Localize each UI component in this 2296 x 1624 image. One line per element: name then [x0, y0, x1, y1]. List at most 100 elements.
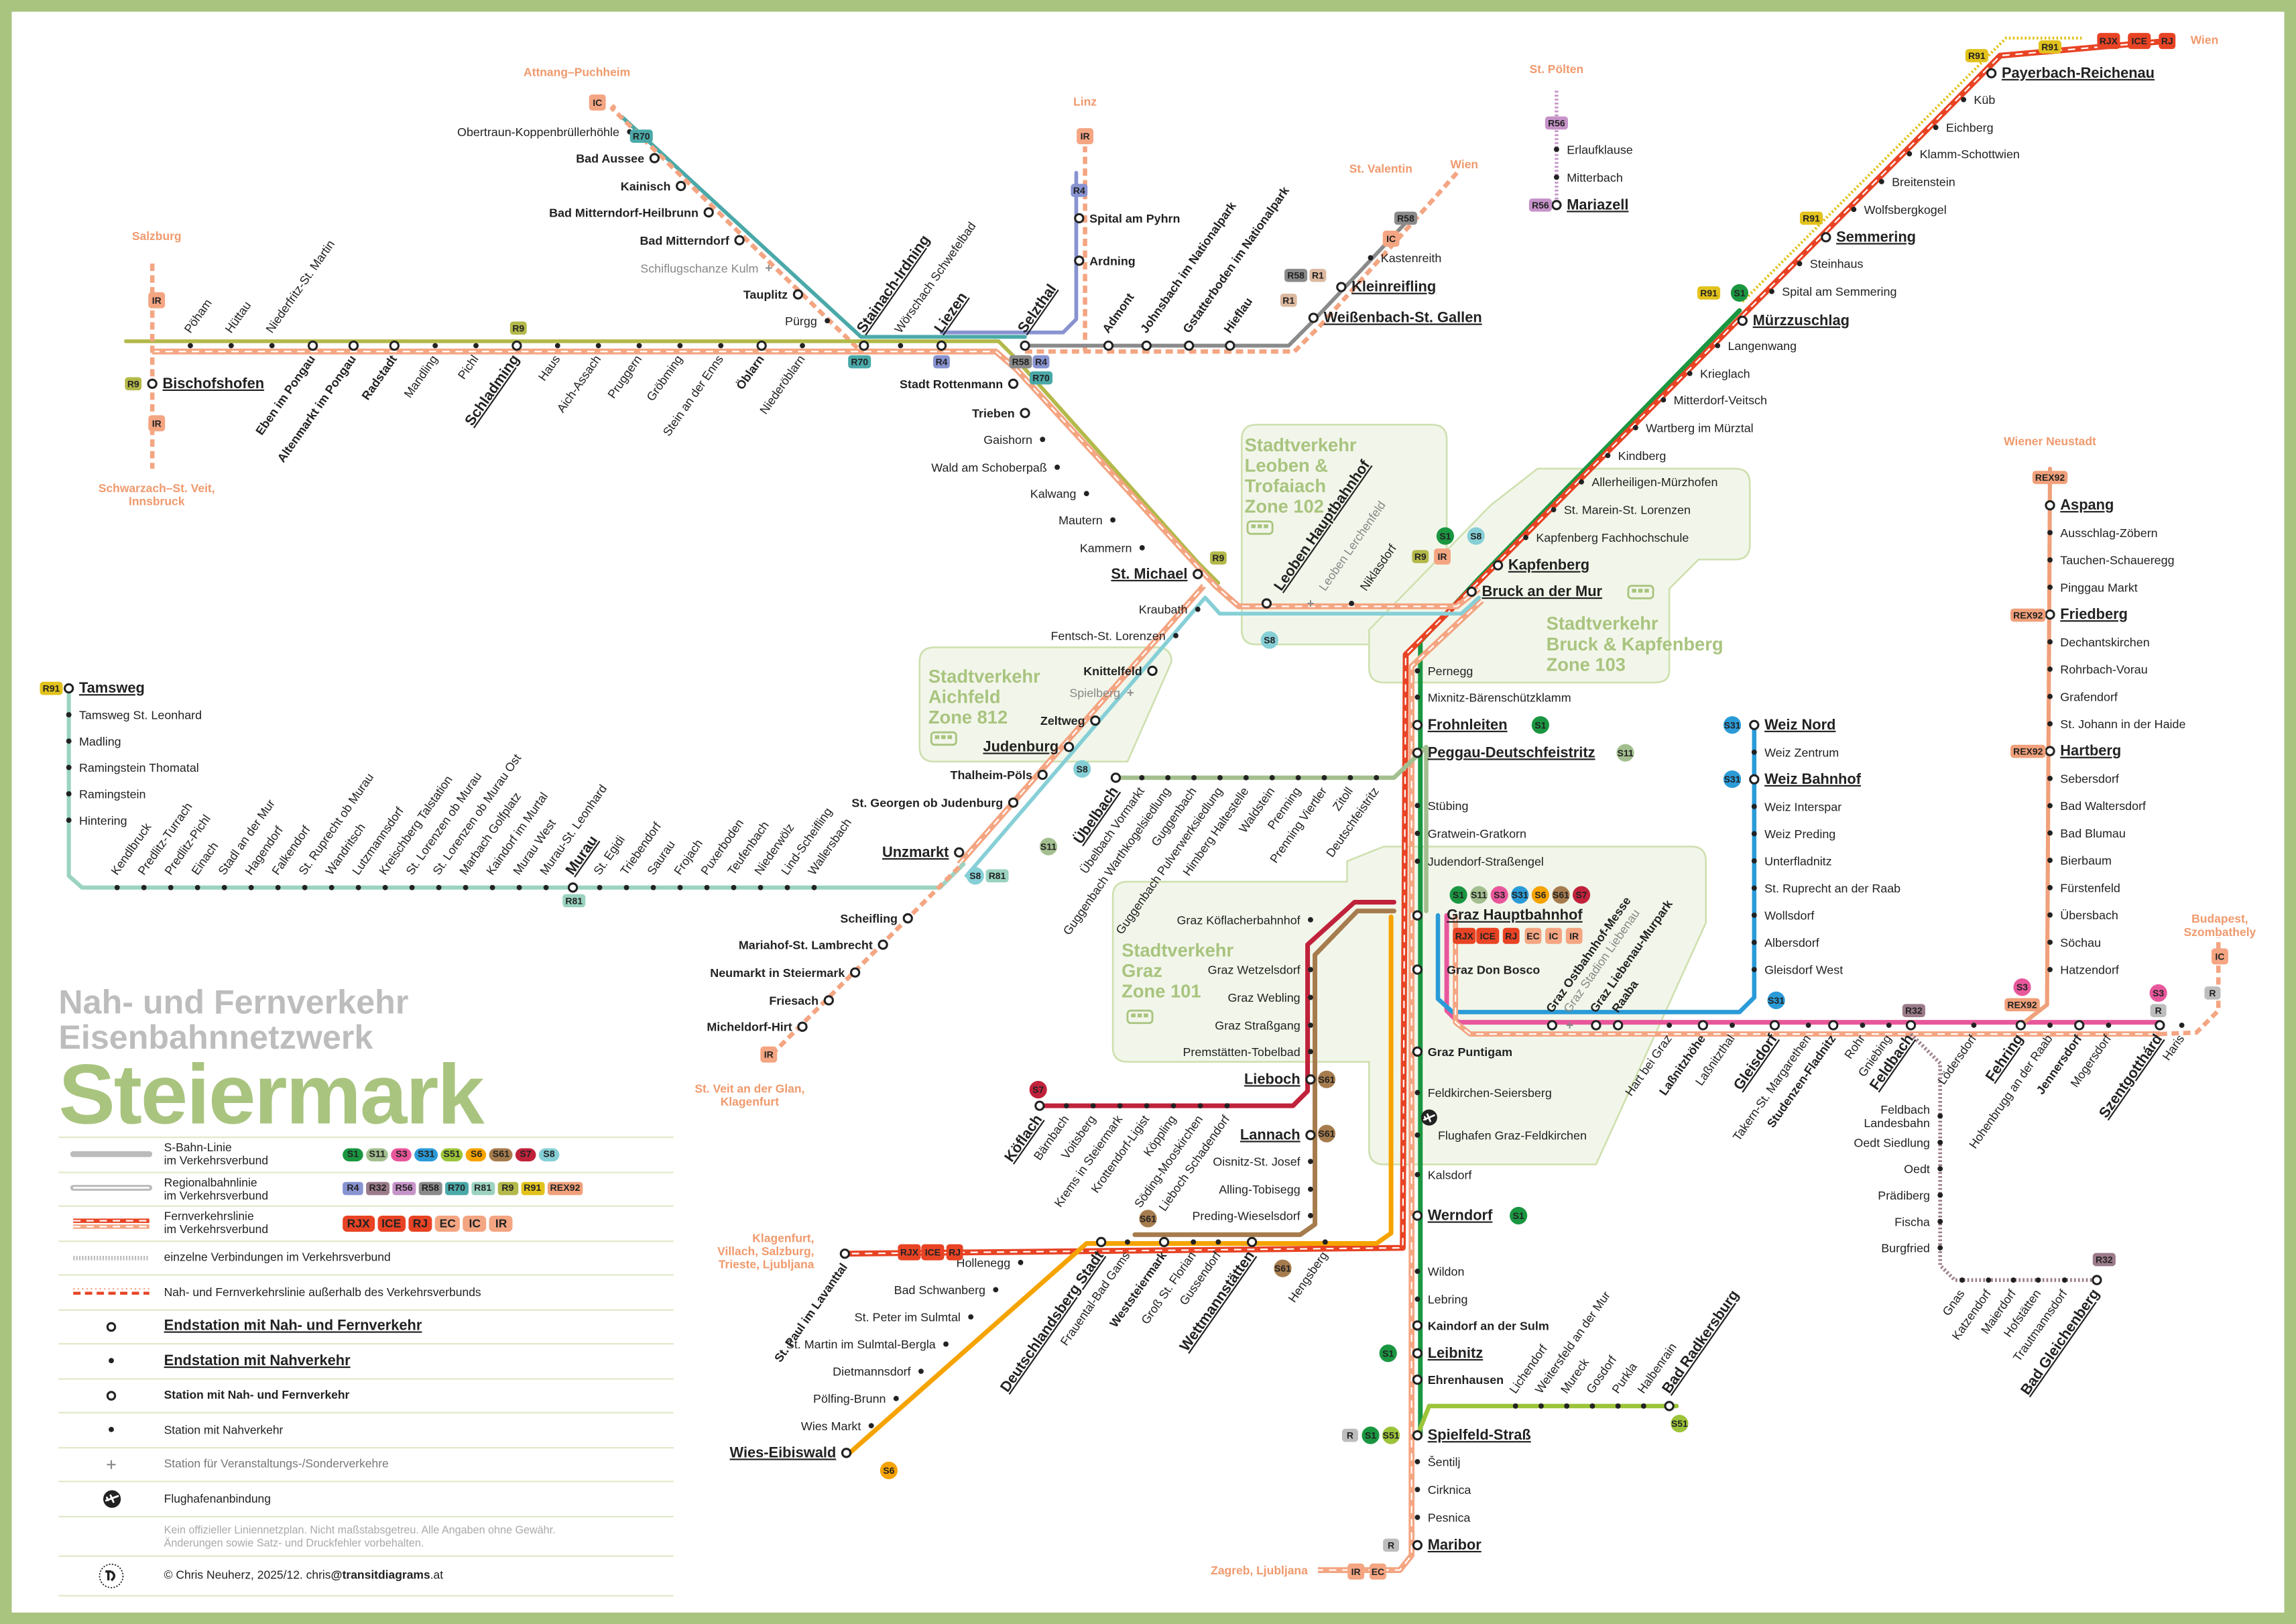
station[interactable]: Allerheiligen-Mürzhofen	[1579, 475, 1717, 489]
station[interactable]: Wolfsbergkogel	[1851, 203, 1947, 217]
station[interactable]: Unterfladnitz	[1751, 854, 1832, 868]
station[interactable]: Mixnitz-Bärenschützklamm	[1414, 691, 1571, 704]
station[interactable]: Mitterdorf-Veitsch	[1660, 394, 1767, 407]
station[interactable]: Bad Aussee	[576, 152, 660, 165]
station[interactable]: Hatzendorf	[2047, 964, 2119, 977]
station[interactable]: Thalheim-Pöls	[951, 768, 1048, 782]
station[interactable]: Sebersdorf	[2047, 772, 2119, 785]
station[interactable]: Haris	[2160, 1023, 2187, 1063]
station[interactable]: Spielberg	[1069, 687, 1134, 700]
station[interactable]: Cirknica	[1414, 1483, 1471, 1497]
station[interactable]: Graz Puntigam	[1412, 1045, 1512, 1059]
station[interactable]: Friesach	[769, 994, 834, 1007]
station[interactable]: Weiz Interspar	[1751, 800, 1841, 813]
station[interactable]: Kleinreifling	[1336, 278, 1437, 295]
station[interactable]: Graz Wetzelsdorf	[1208, 964, 1313, 977]
station[interactable]: Mautern	[1059, 514, 1115, 527]
station[interactable]: Pernegg	[1414, 664, 1473, 678]
station[interactable]: Mitterbach	[1553, 171, 1623, 184]
station[interactable]: Mürzzuschlag	[1737, 312, 1850, 329]
station[interactable]: Bad Schwanberg	[894, 1283, 999, 1297]
station[interactable]: Graz Webling	[1228, 991, 1313, 1004]
station[interactable]: Madling	[66, 735, 121, 748]
station[interactable]: Hollenegg	[957, 1256, 1024, 1269]
station[interactable]: Trieben	[972, 407, 1030, 420]
station[interactable]: St. Peter im Sulmtal	[855, 1311, 974, 1324]
station[interactable]: Bischofshofen	[147, 375, 264, 392]
station[interactable]: Bad Mitterndorf	[640, 234, 745, 247]
station[interactable]: Rohrbach-Vorau	[2047, 663, 2148, 677]
station[interactable]: Lebring	[1414, 1293, 1467, 1306]
station[interactable]: Premstätten-Tobelbad	[1183, 1045, 1313, 1059]
station[interactable]: St. Ruprecht an der Raab	[1751, 882, 1900, 895]
station[interactable]: Kainisch	[621, 180, 686, 193]
station[interactable]: Gleisdorf West	[1751, 964, 1843, 977]
station[interactable]: Stübing	[1414, 799, 1468, 813]
station[interactable]: Admont	[1099, 290, 1137, 351]
station[interactable]: Kalsdorf	[1414, 1168, 1471, 1181]
station[interactable]: Tamsweg	[64, 679, 145, 696]
station[interactable]: Kraubath	[1139, 603, 1201, 616]
station[interactable]: Ramingstein Thomatal	[66, 761, 199, 774]
station[interactable]: Bad Blumau	[2047, 827, 2126, 840]
station[interactable]: Kindberg	[1605, 449, 1666, 463]
station[interactable]: Dechantskirchen	[2047, 636, 2150, 649]
station[interactable]: Kammern	[1080, 541, 1145, 555]
station[interactable]: Fischa	[1894, 1215, 1943, 1228]
station[interactable]: Übersbach	[2047, 909, 2118, 922]
station[interactable]: St. Johann in der Haide	[2047, 717, 2185, 731]
station[interactable]: Unzmarkt	[882, 844, 965, 860]
station[interactable]: Kaindorf an der Sulm	[1412, 1319, 1549, 1332]
station[interactable]: Micheldorf-Hirt	[707, 1021, 808, 1034]
station[interactable]: Dietmannsdorf	[833, 1365, 924, 1379]
station[interactable]: Judendorf-Straßengel	[1414, 855, 1544, 868]
station[interactable]: Weiz Nord	[1749, 716, 1836, 733]
station[interactable]: Gratwein-Gratkorn	[1414, 827, 1526, 840]
station[interactable]: Ehrenhausen	[1412, 1373, 1504, 1387]
station[interactable]: Niederfritz-St. Martin	[263, 237, 338, 349]
station[interactable]: Pürgg	[785, 314, 831, 328]
station[interactable]: Pesnica	[1414, 1511, 1470, 1524]
station[interactable]: Fürstenfeld	[2047, 881, 2120, 894]
station[interactable]: Aspang	[2045, 496, 2114, 513]
station[interactable]: Prädiberg	[1878, 1189, 1943, 1202]
station[interactable]: Spital am Pyhrn	[1074, 212, 1181, 225]
station[interactable]: Wollsdorf	[1751, 909, 1815, 922]
station[interactable]: Gaishorn	[983, 433, 1046, 447]
station[interactable]: Langenwang	[1715, 339, 1797, 353]
station[interactable]: Graz Straßgang	[1215, 1019, 1313, 1033]
station[interactable]: Kapfenberg	[1492, 557, 1589, 573]
station[interactable]: Preding-Wieselsdorf	[1192, 1210, 1313, 1223]
station[interactable]: Albersdorf	[1751, 936, 1819, 949]
station[interactable]: Rohr	[1841, 1023, 1868, 1061]
station[interactable]: Breitenstein	[1878, 175, 1955, 188]
station[interactable]: Flughafen Graz-Feldkirchen	[1414, 1128, 1587, 1142]
station[interactable]: Tauchen-Schaueregg	[2047, 554, 2175, 567]
station[interactable]: Oedt Siedlung	[1854, 1136, 1943, 1149]
station[interactable]: Ramingstein	[66, 787, 146, 801]
station[interactable]: Wartberg im Mürztal	[1632, 421, 1754, 434]
station[interactable]: Knittelfeld	[1083, 664, 1158, 678]
station[interactable]: Payerbach-Reichenau	[1986, 64, 2155, 81]
station[interactable]: Wald am Schoberpaß	[931, 461, 1060, 474]
station[interactable]: St. Marein-St. Lorenzen	[1551, 504, 1691, 517]
station[interactable]: Neumarkt in Steiermark	[710, 966, 861, 980]
station[interactable]: Judenburg	[983, 738, 1075, 755]
station[interactable]: Tamsweg St. Leonhard	[66, 708, 202, 721]
station[interactable]: Alling-Tobisegg	[1219, 1183, 1313, 1196]
station[interactable]: Söchau	[2047, 936, 2101, 949]
station[interactable]: Hintering	[66, 814, 127, 827]
station[interactable]: Mariahof-St. Lambrecht	[739, 938, 888, 951]
station[interactable]: Deutschfeistritz	[1323, 774, 1382, 860]
station[interactable]: Šentilj	[1414, 1454, 1460, 1468]
station[interactable]: Werndorf	[1412, 1207, 1493, 1224]
station[interactable]: Bierbaum	[2047, 854, 2112, 868]
station[interactable]: Ausschlag-Zöbern	[2047, 526, 2158, 540]
station[interactable]: Lannach	[1240, 1126, 1316, 1143]
station[interactable]: Kastenreith	[1368, 251, 1442, 265]
station[interactable]: Hieflau	[1221, 295, 1256, 351]
station[interactable]: Erlaufklause	[1553, 143, 1633, 156]
station[interactable]: Wies Markt	[801, 1419, 874, 1433]
station[interactable]: Graz Hauptbahnhof	[1412, 907, 1583, 923]
